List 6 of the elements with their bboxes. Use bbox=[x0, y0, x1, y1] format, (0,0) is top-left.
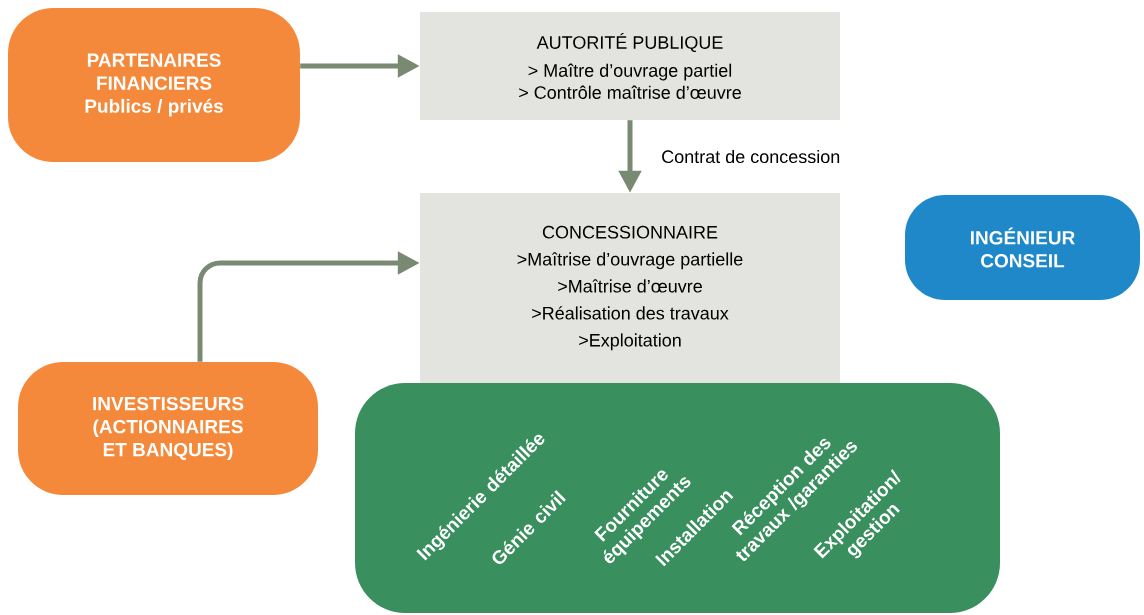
edge-label: Contrat de concession bbox=[660, 148, 842, 165]
process-box: CONCESSIONNAIRE >Maîtrise d’ouvrage partielle >Maîtrise d’œuvre >Réalisation des travaux >Exploitation bbox=[420, 193, 840, 383]
rounded-box: PARTENAIRES FINANCIERS Publics / privés bbox=[8, 8, 300, 162]
rounded-box: INVESTISSEURS (ACTIONNAIRES ET BANQUES) bbox=[18, 362, 318, 495]
process-box: AUTORITÉ PUBLIQUE > Maître d’ouvrage partiel > Contrôle maîtrise d’œuvre bbox=[420, 12, 840, 120]
rounded-box: INGÉNIEUR CONSEIL bbox=[905, 195, 1140, 300]
